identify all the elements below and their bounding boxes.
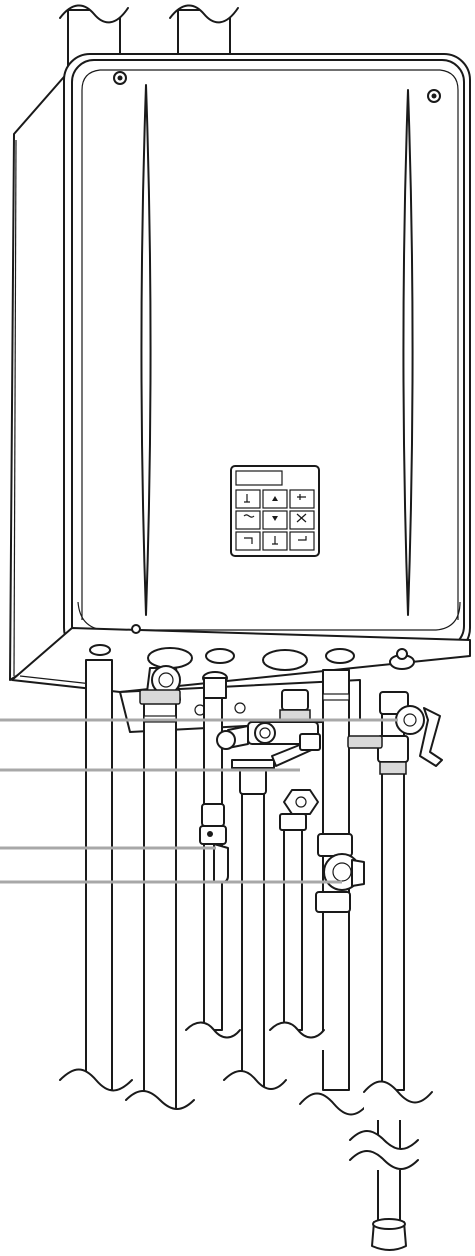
pipe-4: [241, 789, 265, 1091]
ball-valve-handle[interactable]: [351, 859, 365, 887]
ball-valve-right: [315, 833, 365, 913]
pipe-2-nut: [139, 689, 181, 705]
hex-valve-body: [279, 789, 319, 831]
cover-ridge-right: [402, 89, 414, 616]
pipe-cut-breaks: [59, 1021, 433, 1170]
fan-button[interactable]: [289, 510, 315, 530]
settings-button[interactable]: [235, 510, 261, 530]
pipe-5: [283, 829, 303, 1031]
drain-valve-left: [199, 803, 229, 883]
pipe-1: [85, 659, 113, 1091]
control-display: [235, 470, 283, 486]
return-button[interactable]: [235, 531, 261, 551]
condensate-cap: [371, 1218, 407, 1251]
bottom-plate: [11, 624, 471, 693]
pipe-ring: [322, 693, 350, 701]
control-panel: [230, 465, 320, 557]
recirculation-button[interactable]: [289, 489, 315, 509]
enter-button[interactable]: [289, 531, 315, 551]
leader-lines: [0, 718, 398, 884]
pipe-3-fitting: [202, 671, 228, 699]
cover-ridge-left: [140, 84, 152, 616]
heater-front-cover: [63, 53, 471, 655]
isolation-valve-handle[interactable]: [419, 707, 443, 767]
power-button[interactable]: [235, 489, 261, 509]
pipe-2: [143, 689, 177, 1111]
drain-valve-handle[interactable]: [213, 843, 229, 883]
pipe-union: [347, 735, 383, 749]
